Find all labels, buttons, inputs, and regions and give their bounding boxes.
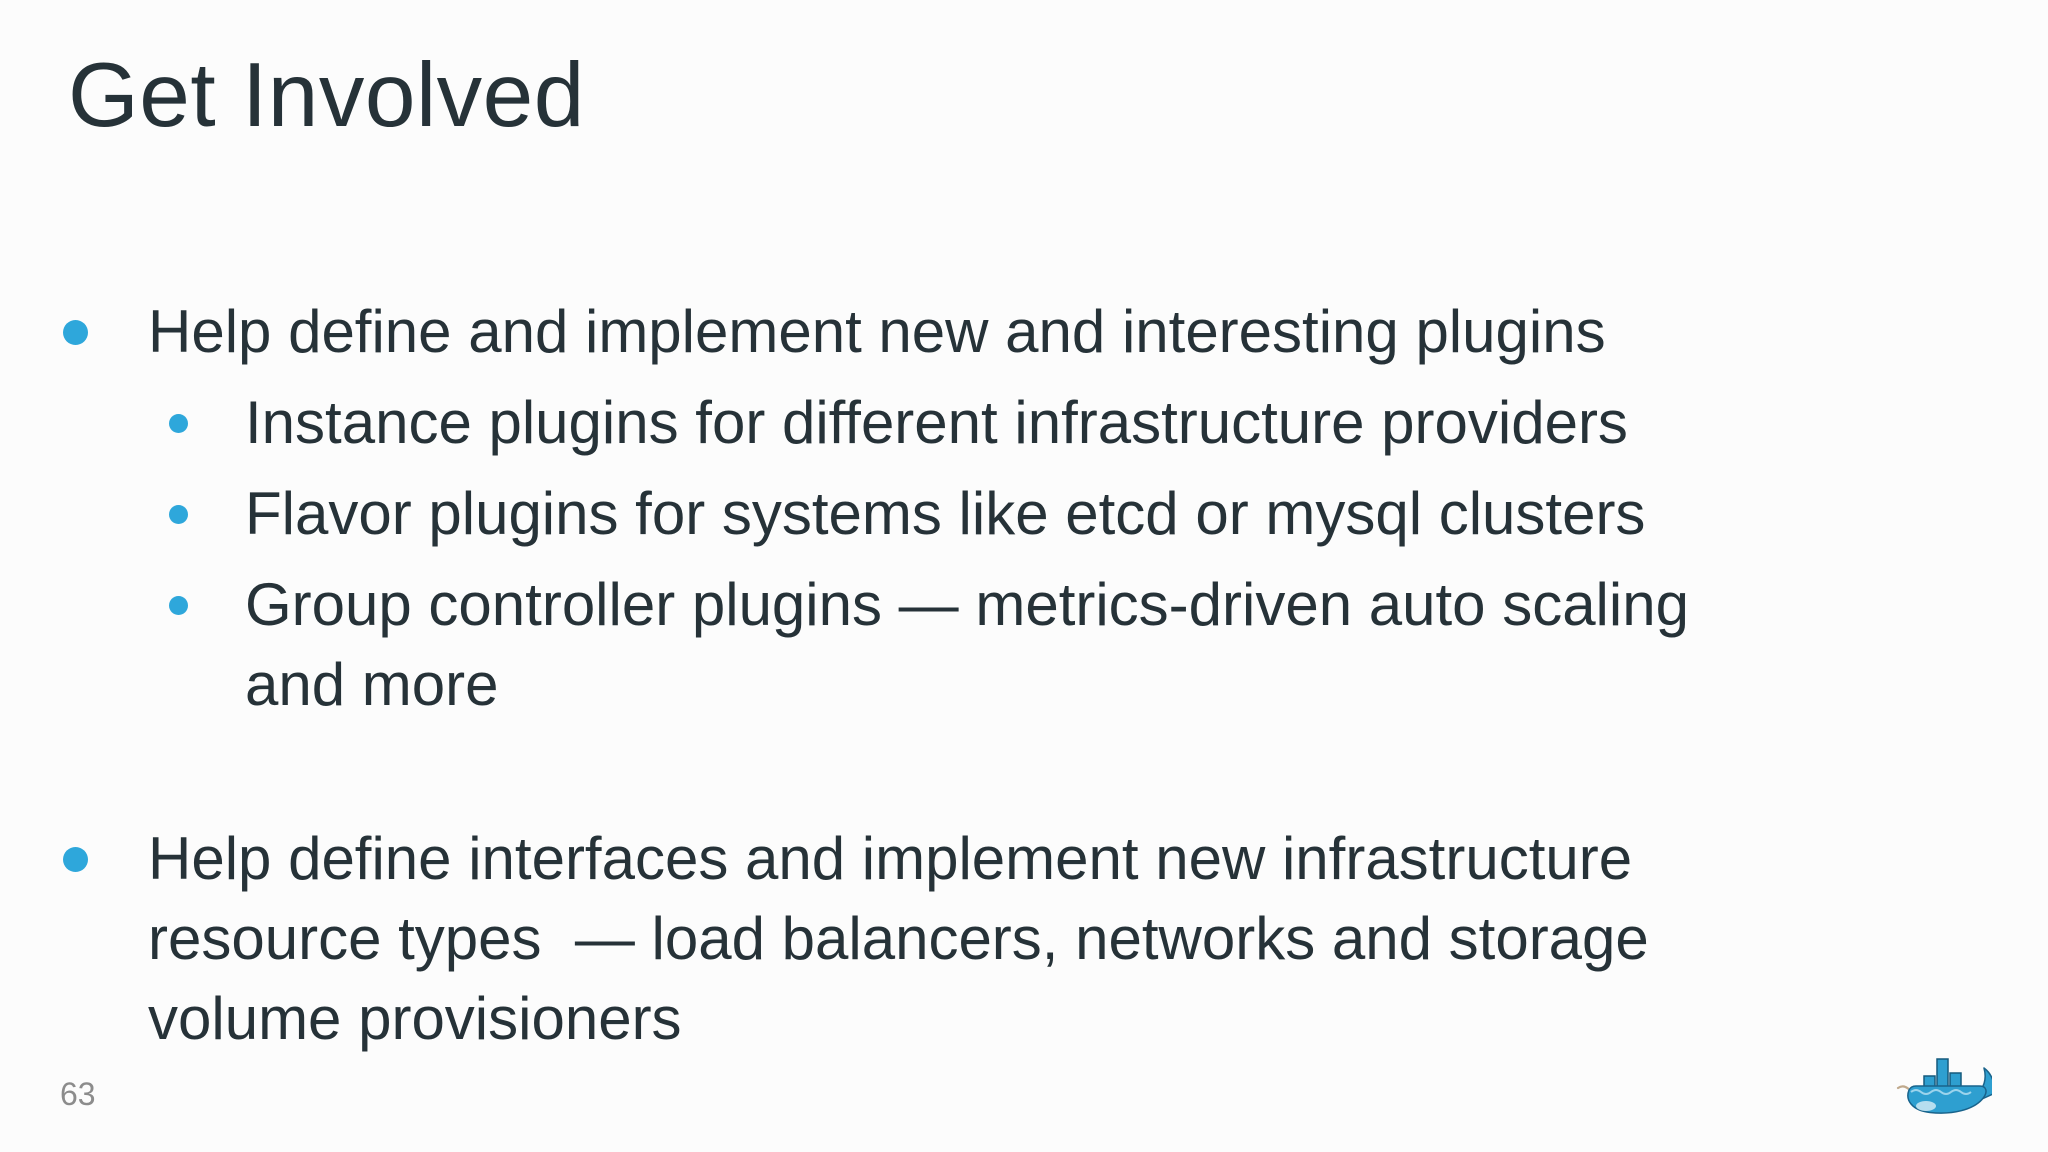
bullet-item: Help define interfaces and implement new… [63, 819, 1963, 1059]
bullet-line: Help define interfaces and implement new… [148, 825, 1633, 892]
bullet-line: Instance plugins for different infrastru… [245, 389, 1628, 456]
bullet-text: Instance plugins for different infrastru… [245, 383, 1628, 463]
bullet-line: volume provisioners [148, 985, 682, 1052]
bullet-line: and more [245, 651, 499, 718]
bullet-line: Group controller plugins — metrics-drive… [245, 571, 1689, 638]
bullet-dot [169, 414, 188, 433]
bullet-dot [63, 847, 88, 872]
docker-whale-icon [1896, 1048, 1992, 1120]
bullet-dot [63, 320, 88, 345]
bullet-line: Help define and implement new and intere… [148, 298, 1606, 365]
bullet-dot [169, 505, 188, 524]
bullet-dot [169, 596, 188, 615]
page-number: 63 [60, 1076, 96, 1112]
page-title: Get Involved [68, 45, 585, 146]
slide-body: Help define and implement new and intere… [63, 292, 1963, 1070]
bullet-line: resource types — load balancers, network… [148, 905, 1649, 972]
bullet-list: Help define and implement new and intere… [63, 292, 1963, 1059]
bullet-item: Group controller plugins — metrics-drive… [169, 565, 1963, 725]
bullet-line: Flavor plugins for systems like etcd or … [245, 480, 1646, 547]
bullet-item: Help define and implement new and intere… [63, 292, 1963, 372]
bullet-text: Flavor plugins for systems like etcd or … [245, 474, 1645, 554]
bullet-item: Instance plugins for different infrastru… [169, 383, 1963, 463]
bullet-text: Help define interfaces and implement new… [148, 819, 1649, 1059]
bullet-text: Group controller plugins — metrics-drive… [245, 565, 1689, 725]
bullet-text: Help define and implement new and intere… [148, 292, 1606, 372]
bullet-item: Flavor plugins for systems like etcd or … [169, 474, 1963, 554]
